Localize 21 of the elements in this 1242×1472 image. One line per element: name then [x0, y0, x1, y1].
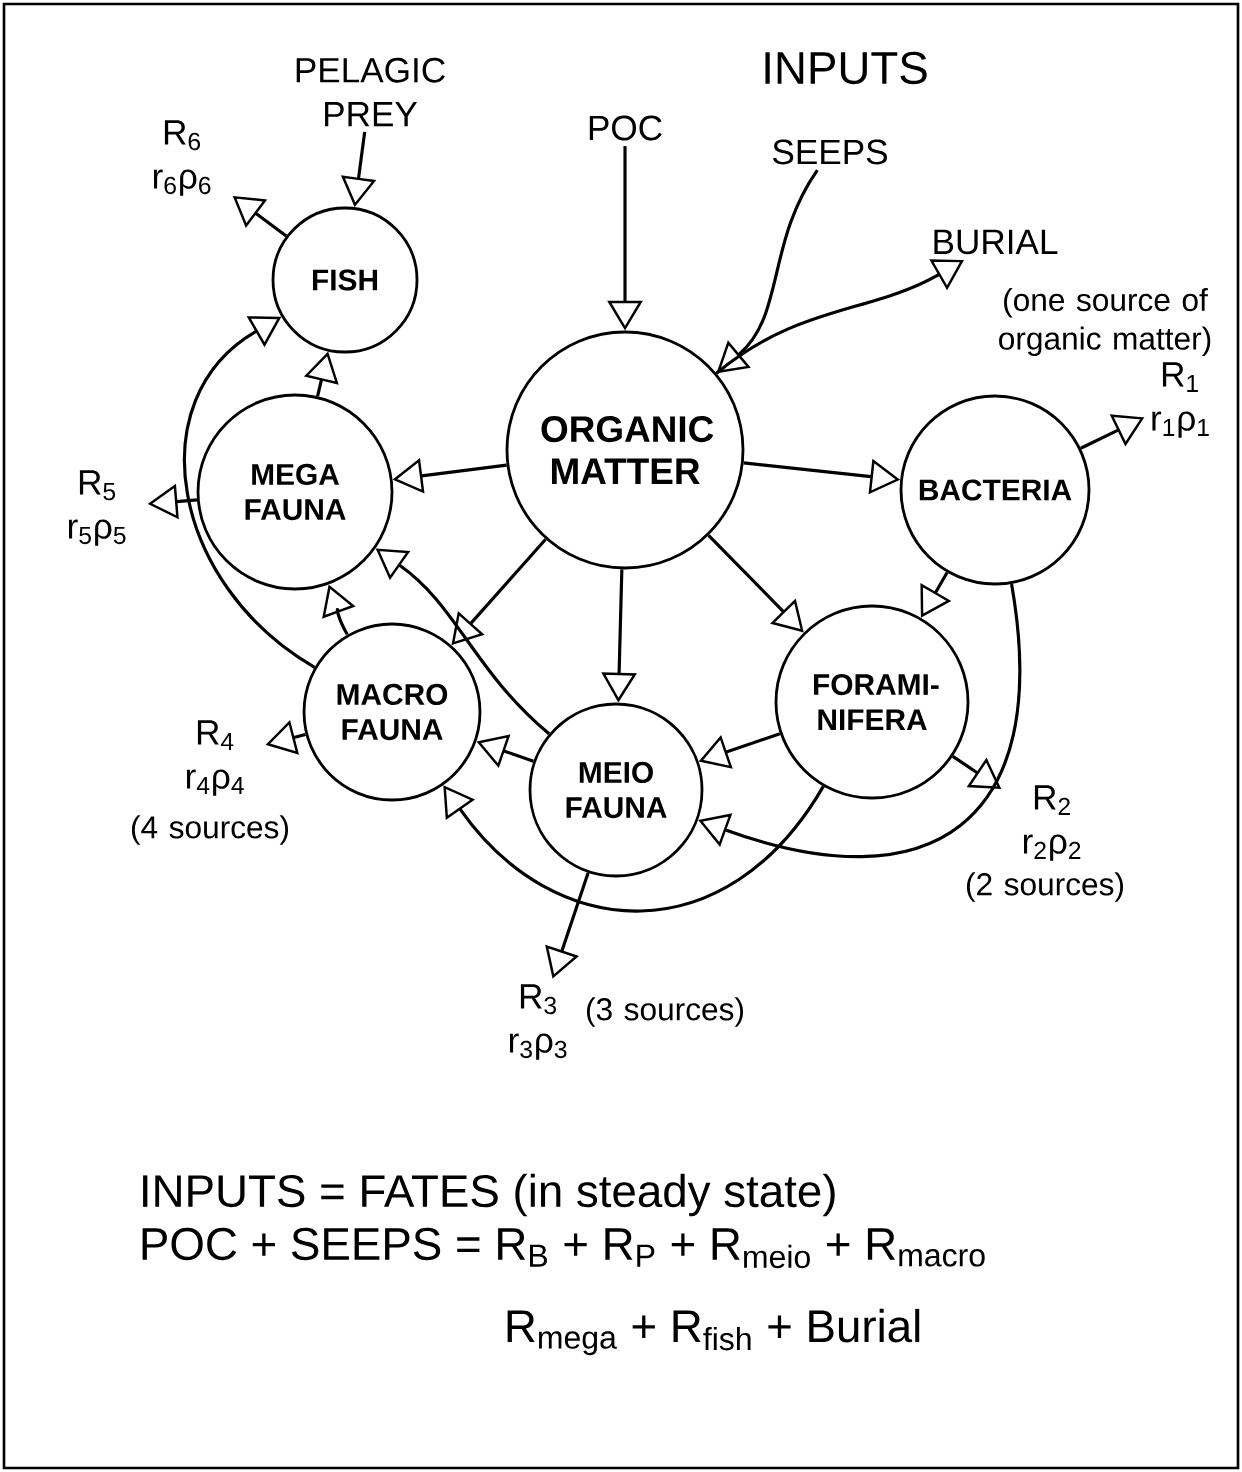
note-text: (one source of organic matter): [999, 287, 1211, 357]
flux-label: R$_{1}$ r$_{1}$ρ$_{1}$: [1152, 362, 1209, 438]
flux-label: PELAGIC PREY: [296, 57, 445, 127]
flow-arrow: [443, 785, 825, 913]
flux-label: R$_{3}$ r$_{3}$ρ$_{3}$: [509, 984, 567, 1060]
heading: INPUTS: [765, 51, 927, 85]
equation-text: R$_{mega}$ + R$_{fish}$ + Burial: [507, 1308, 920, 1356]
flux-label: R$_{4}$ r$_{4}$ρ$_{4}$: [186, 720, 244, 796]
flow-arrow: [182, 316, 316, 669]
flux-label: R$_{6}$ r$_{6}$ρ$_{6}$: [153, 120, 211, 196]
flux-label: R$_{5}$ r$_{5}$ρ$_{5}$: [68, 470, 126, 546]
equation-text: POC + SEEPS = R$_{B}$ + R$_{P}$ + R$_{meio}$ + R$_{macro}$: [142, 1227, 985, 1269]
flux-label: BURIAL: [934, 229, 1058, 255]
note-text: (3 sources): [587, 997, 743, 1027]
flux-label: POC: [589, 115, 662, 141]
equation-text: INPUTS = FATES (in steady state): [143, 1173, 835, 1217]
note-text: (4 sources): [132, 815, 288, 845]
flux-label: SEEPS: [773, 139, 887, 165]
flow-arrow: [715, 259, 964, 375]
note-text: (2 sources): [967, 872, 1123, 902]
flux-label: R$_{2}$ r$_{2}$ρ$_{2}$: [1023, 785, 1081, 861]
